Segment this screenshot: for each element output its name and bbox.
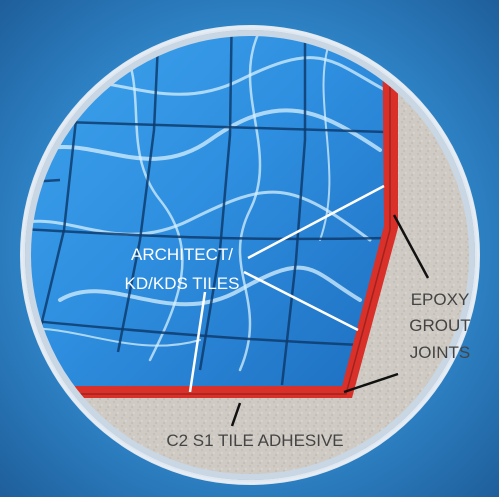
label-tiles-line1: ARCHITECT/ — [131, 245, 233, 264]
label-grout-line3: JOINTS — [410, 343, 470, 362]
label-grout-line2: GROUT — [409, 316, 470, 335]
label-tiles-line2: KD/KDS TILES — [125, 274, 240, 293]
label-grout-line1: EPOXY — [411, 290, 470, 309]
label-adhesive: C2 S1 TILE ADHESIVE — [166, 431, 343, 450]
label-grout: EPOXY GROUT JOINTS — [409, 290, 470, 362]
